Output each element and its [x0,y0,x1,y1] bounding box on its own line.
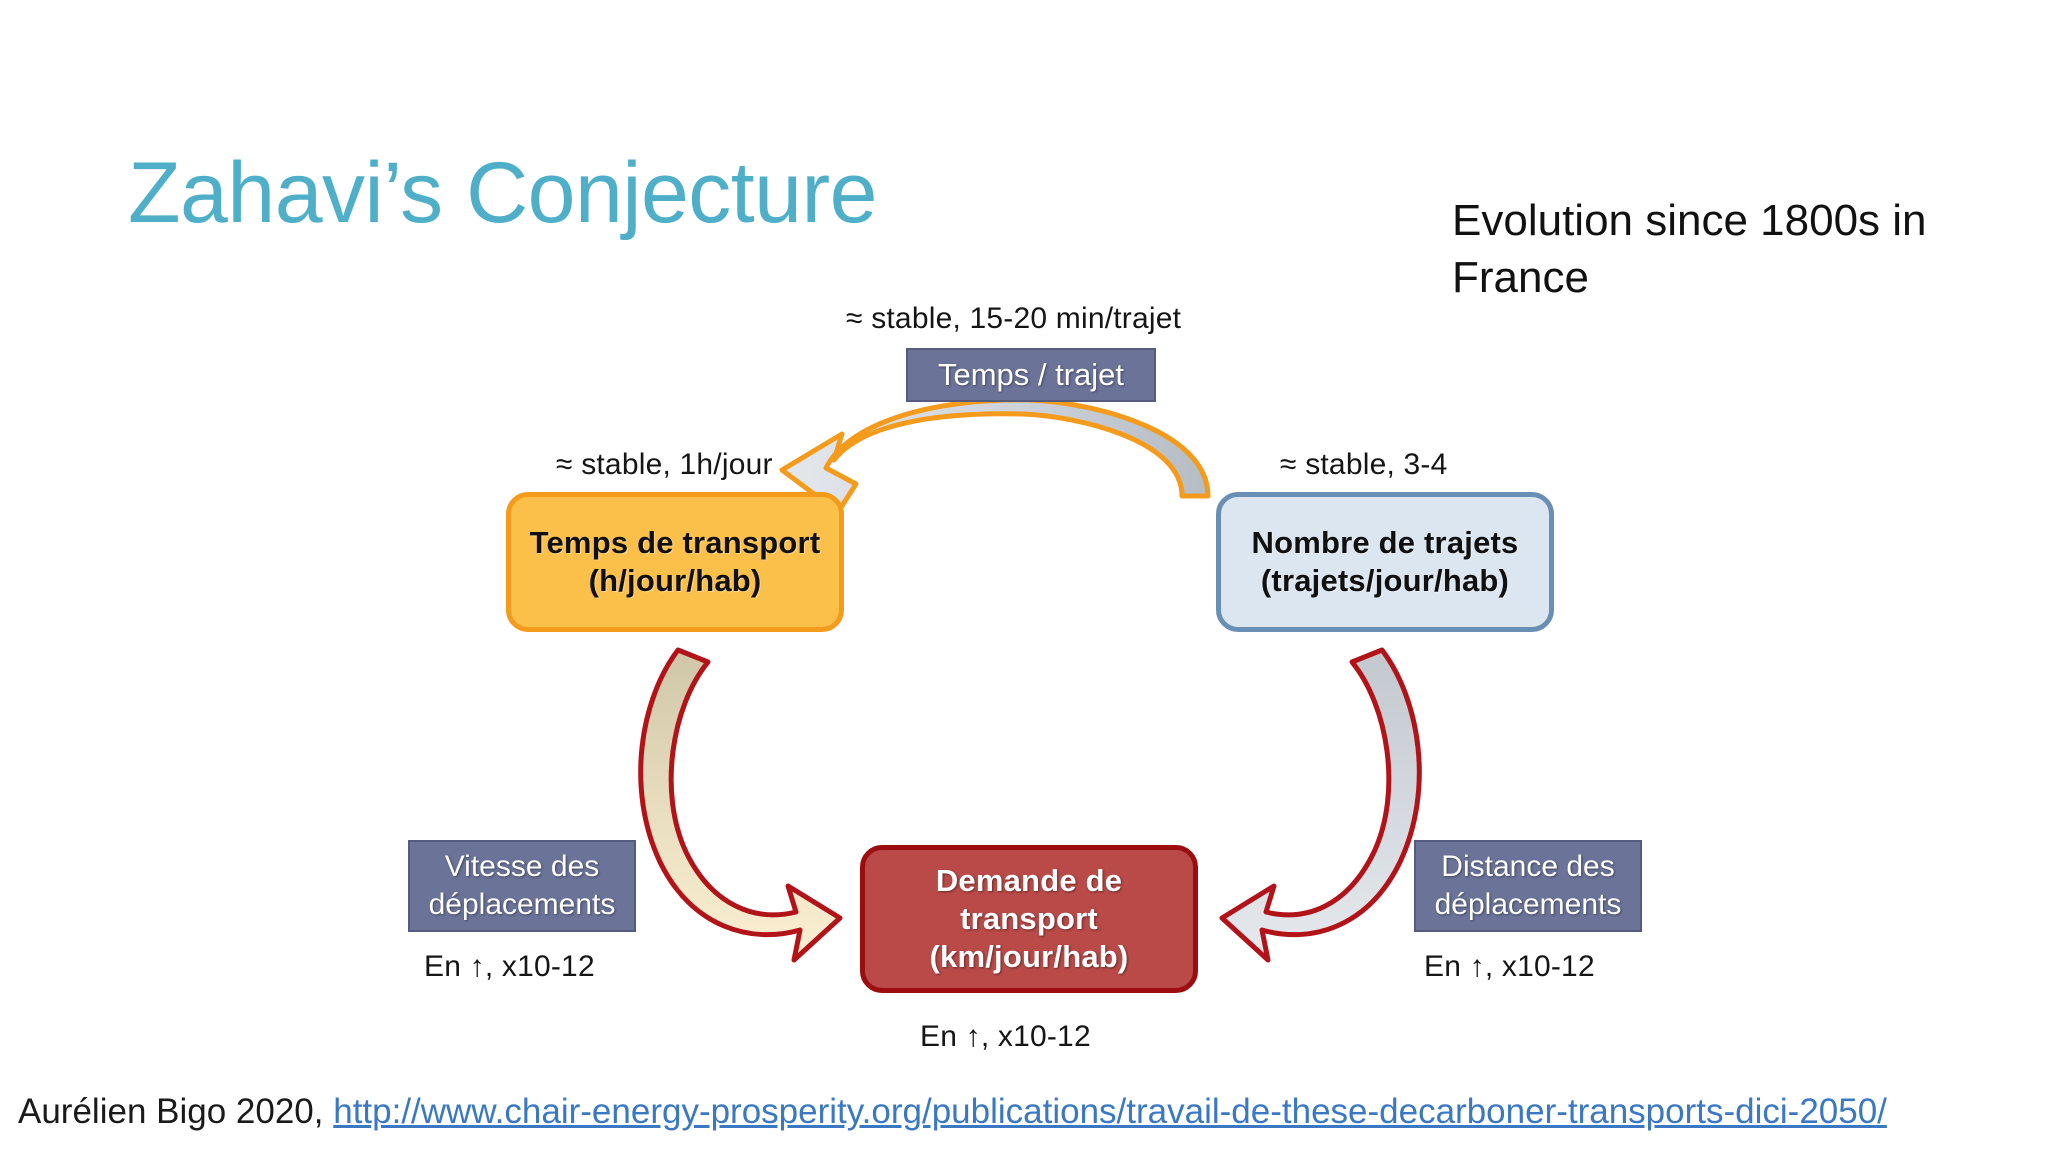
slate-label-distance: Distance des déplacements [1434,850,1622,921]
citation-author: Aurélien Bigo 2020, [18,1092,334,1131]
annotation-temps-de-transport: ≈ stable, 1h/jour [556,448,773,481]
arrow-left-temps-to-demande [638,647,843,963]
arrow-top-nombre-to-temps [779,397,1211,515]
node-label-temps-de-transport: Temps de transport (h/jour/hab) [529,525,821,598]
citation-link[interactable]: http://www.chair-energy-prosperity.org/p… [333,1092,1887,1131]
annotation-nombre-de-trajets: ≈ stable, 3-4 [1280,448,1448,481]
page-title: Zahavi’s Conjecture [128,145,877,241]
slate-label-vitesse: Vitesse des déplacements [428,850,616,921]
node-demande-de-transport[interactable]: Demande de transport (km/jour/hab) [860,845,1198,993]
annotation-distance: En ↑, x10-12 [1424,950,1595,983]
annotation-temps-trajet: ≈ stable, 15-20 min/trajet [846,302,1182,335]
node-label-nombre-de-trajets: Nombre de trajets (trajets/jour/hab) [1251,525,1519,598]
slate-box-vitesse[interactable]: Vitesse des déplacements [408,840,636,932]
slate-box-temps-trajet[interactable]: Temps / trajet [906,348,1156,402]
slide-subtitle: Evolution since 1800s in France [1452,196,1927,303]
source-citation: Aurélien Bigo 2020, http://www.chair-ene… [18,1092,1887,1132]
node-label-demande-de-transport: Demande de transport (km/jour/hab) [929,863,1129,974]
node-temps-de-transport[interactable]: Temps de transport (h/jour/hab) [506,492,844,632]
slate-box-distance[interactable]: Distance des déplacements [1414,840,1642,932]
annotation-demande-de-transport: En ↑, x10-12 [920,1020,1091,1053]
slate-label-temps-trajet: Temps / trajet [937,357,1125,393]
arrow-right-nombre-to-demande [1219,647,1422,963]
node-nombre-de-trajets[interactable]: Nombre de trajets (trajets/jour/hab) [1216,492,1554,632]
annotation-vitesse: En ↑, x10-12 [424,950,595,983]
